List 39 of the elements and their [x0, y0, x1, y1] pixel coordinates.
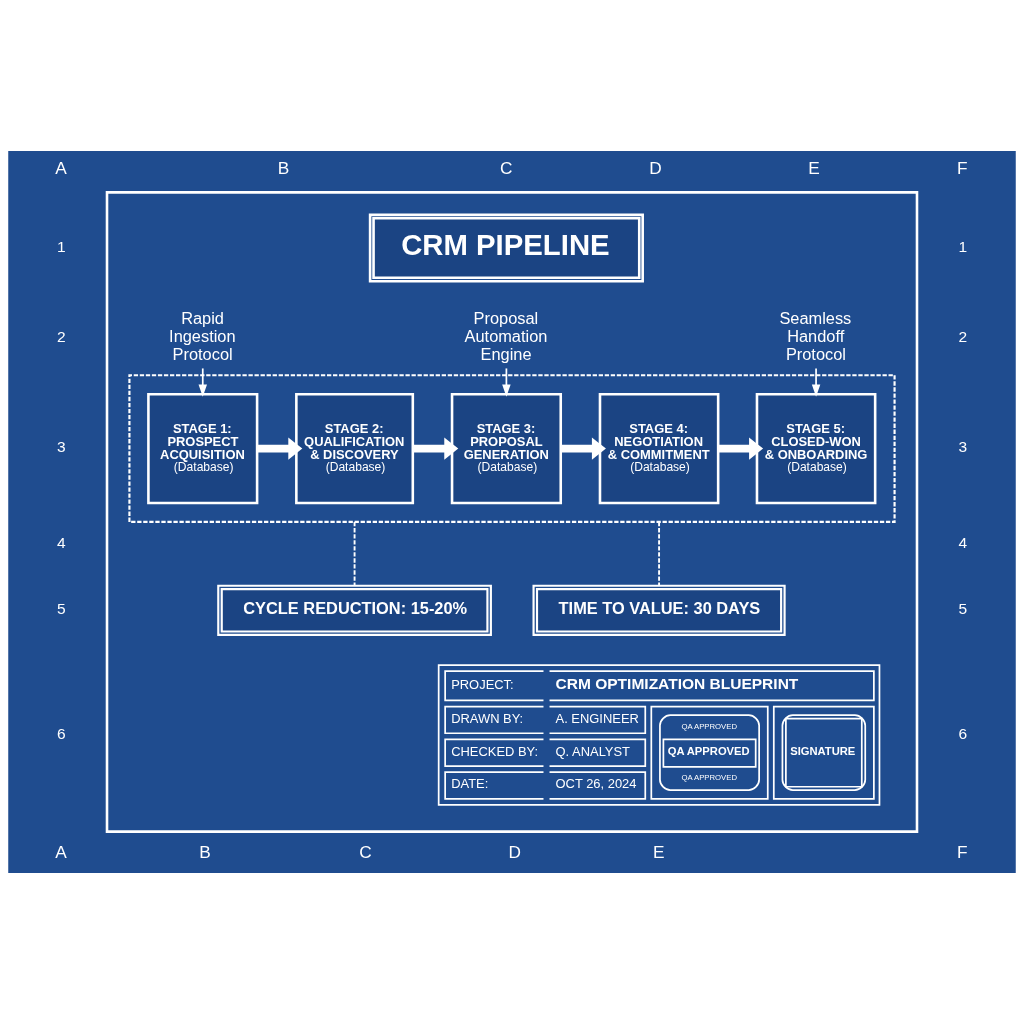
- label: CRM OPTIMIZATION BLUEPRINT: [555, 674, 799, 692]
- label: 4: [56, 534, 66, 552]
- label: C: [499, 158, 513, 179]
- label: 6: [958, 724, 968, 742]
- label: QA APPROVED: [681, 773, 738, 783]
- label: D: [649, 158, 662, 179]
- node-text: Rapid Ingestion Protocol: [169, 308, 236, 363]
- label: D: [508, 842, 522, 863]
- label: 2: [56, 327, 66, 345]
- label: 3: [958, 438, 968, 456]
- label: 4: [958, 534, 968, 552]
- label: DRAWN BY:: [451, 710, 524, 726]
- label: OCT 26, 2024: [555, 776, 637, 792]
- label: B: [199, 842, 211, 863]
- label: DATE:: [451, 776, 489, 792]
- label: A: [55, 158, 67, 179]
- label: E: [653, 842, 665, 863]
- label: 1: [56, 237, 66, 255]
- label: PROJECT:: [451, 676, 514, 692]
- label: F: [957, 842, 968, 863]
- label: 1: [958, 237, 968, 255]
- label: QA APPROVED: [681, 722, 738, 732]
- label: Q. ANALYST: [555, 743, 631, 759]
- label: QA APPROVED: [667, 745, 750, 758]
- label: 3: [56, 438, 66, 456]
- node-text: Proposal Automation Engine: [464, 308, 548, 363]
- label: E: [808, 158, 820, 179]
- label: F: [957, 158, 968, 179]
- node-text: Seamless Handoff Protocol: [779, 308, 852, 363]
- label: CHECKED BY:: [451, 743, 539, 759]
- label: A: [55, 842, 67, 863]
- label: SIGNATURE: [790, 744, 856, 757]
- label: 6: [56, 724, 66, 742]
- label: 5: [56, 600, 66, 618]
- label: C: [359, 842, 372, 863]
- label: 2: [958, 327, 968, 345]
- label: A. ENGINEER: [555, 710, 639, 726]
- label: B: [277, 158, 290, 179]
- label: 5: [958, 600, 968, 618]
